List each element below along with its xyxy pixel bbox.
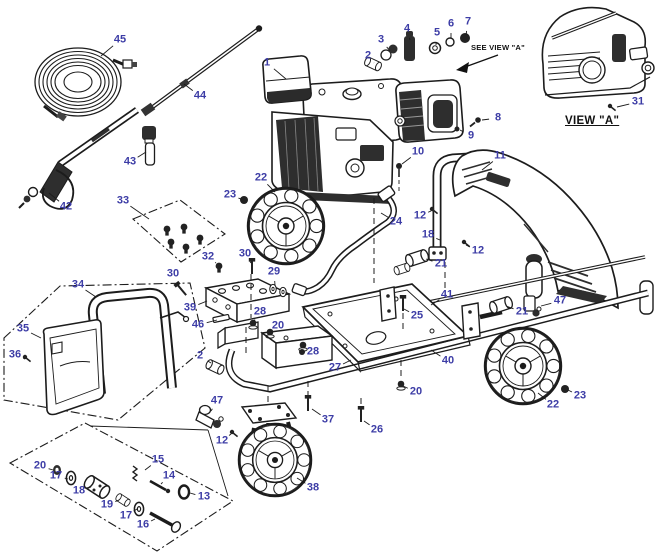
assembly-dashes: [245, 198, 446, 406]
see-view-a-arrow: [456, 54, 499, 73]
push-handle: [87, 287, 190, 395]
spray-gun: [18, 107, 140, 210]
wheel-right: [483, 326, 563, 406]
nozzle-cleaner: [142, 126, 156, 166]
nozzle-kit: [163, 223, 204, 254]
handle-cover: [451, 149, 619, 310]
handle-detail-box: [3, 282, 206, 421]
hose-coil: [34, 47, 137, 122]
loose-fasteners: [21, 196, 569, 438]
caster-hardware: [53, 465, 191, 533]
see-view-a-label: SEE VIEW "A": [471, 43, 525, 52]
frame-assembly: [225, 248, 649, 393]
front-caster-stem: [195, 404, 224, 429]
caster-hardware-box: [8, 422, 235, 552]
handle-loop: [428, 152, 471, 261]
spray-wand: [140, 25, 263, 117]
wheel-left: [246, 186, 326, 266]
caster-wheel-assembly: [237, 402, 313, 498]
handle-panel: [42, 319, 105, 416]
nozzle-kit-box: [131, 199, 226, 263]
pump-fittings: [362, 31, 481, 194]
right-support-and-caster: [523, 254, 654, 317]
view-a-caption: VIEW "A": [565, 115, 620, 127]
pump: [394, 79, 464, 143]
view-a-inset: [541, 6, 655, 112]
explosion-lines: [89, 425, 229, 497]
pump-hose: [291, 185, 397, 297]
manifold-block: [203, 278, 292, 376]
engine: [262, 55, 407, 204]
